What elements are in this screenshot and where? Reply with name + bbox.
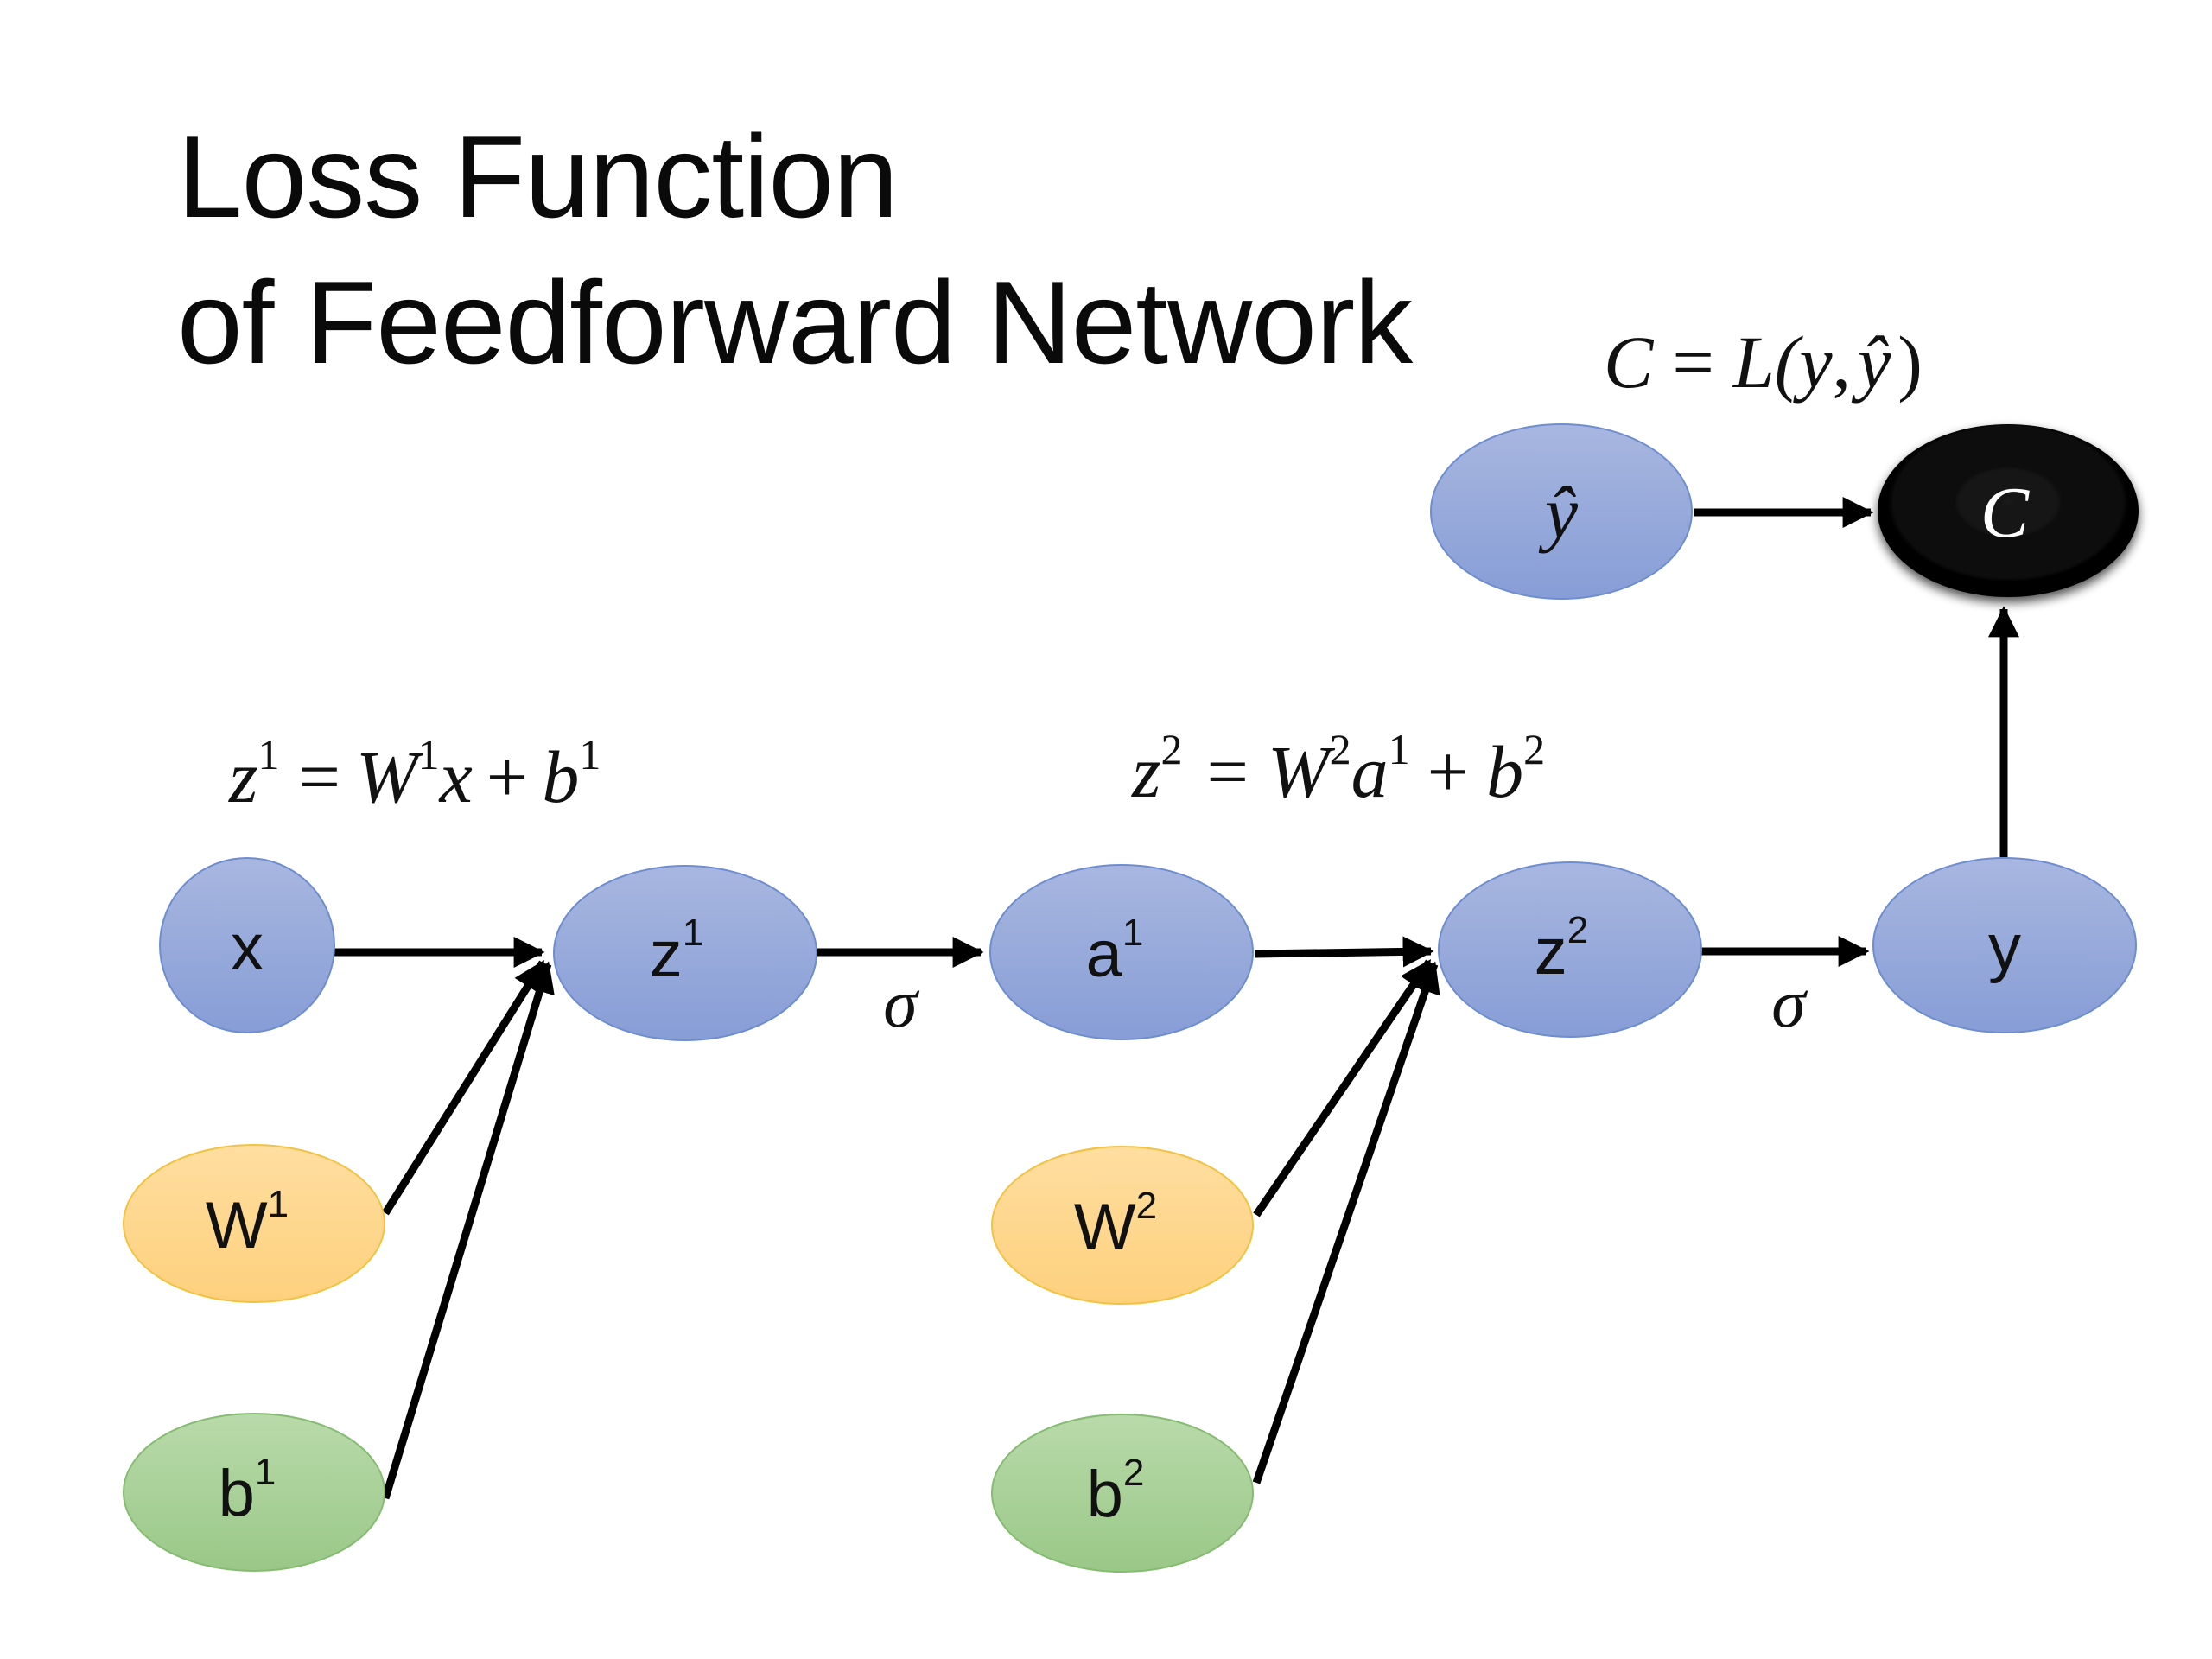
edge-a1-to-z2 xyxy=(1254,936,1434,968)
svg-text:b2: b2 xyxy=(1087,1452,1145,1531)
svg-text:b1: b1 xyxy=(219,1451,276,1530)
sigma-label-2: σ xyxy=(1771,966,1808,1042)
node-yhat-label: ŷ xyxy=(1538,471,1579,554)
f1-w: W xyxy=(356,735,424,818)
formula-cost: C=L(y,ŷ) xyxy=(1604,321,1923,404)
svg-text:W2: W2 xyxy=(1074,1185,1157,1264)
fc-arg1: y xyxy=(1792,321,1833,404)
f1-lhs: z xyxy=(228,735,257,818)
f2-in: a xyxy=(1351,730,1389,813)
fc-close: ) xyxy=(1897,321,1923,404)
node-b2: b2 xyxy=(991,1414,1254,1573)
node-a1: a1 xyxy=(989,864,1254,1040)
fc-eq: = xyxy=(1672,321,1714,404)
f2-w: W xyxy=(1268,730,1336,813)
node-a1-label: a xyxy=(1086,918,1123,991)
node-z2: z2 xyxy=(1438,861,1702,1038)
node-y-label: y xyxy=(1988,911,2021,984)
f2-lhs: z xyxy=(1131,730,1160,813)
f1-w-sup: 1 xyxy=(418,730,440,779)
fc-lhs: C xyxy=(1604,321,1655,404)
f1-in: x xyxy=(438,735,473,818)
node-w2: W2 xyxy=(991,1146,1254,1305)
node-x-label: x xyxy=(231,911,264,984)
title-line-2: of Feedforward Network xyxy=(177,257,1413,388)
fc-arg2: ŷ xyxy=(1851,321,1891,404)
svg-text:a1: a1 xyxy=(1086,912,1144,991)
f2-plus: + xyxy=(1427,730,1470,813)
svg-text:ŷ: ŷ xyxy=(1538,471,1579,554)
edge-b2-to-z2 xyxy=(1252,961,1440,1484)
node-w1-sup: 1 xyxy=(268,1183,289,1225)
f1-eq: = xyxy=(298,735,340,818)
node-b2-sup: 2 xyxy=(1123,1452,1144,1494)
edge-w1-to-z1 xyxy=(382,959,546,1216)
node-b1-label: b xyxy=(219,1457,255,1530)
fc-comma: , xyxy=(1833,321,1852,404)
edges xyxy=(334,497,2019,1500)
node-yhat: ŷ xyxy=(1430,423,1693,600)
f1-b: b xyxy=(542,735,579,818)
title-line-1: Loss Function xyxy=(177,111,899,242)
node-cost: C xyxy=(1878,424,2139,597)
f2-in-sup: 1 xyxy=(1389,725,1410,773)
f2-w-sup: 2 xyxy=(1330,725,1351,773)
f1-lhs-sup: 1 xyxy=(257,730,279,779)
node-b1: b1 xyxy=(123,1413,385,1572)
node-w2-sup: 2 xyxy=(1136,1185,1157,1227)
node-w1-label: W xyxy=(206,1189,268,1262)
node-z1-label: z xyxy=(650,918,683,991)
fc-fn: L( xyxy=(1732,321,1804,404)
svg-text:y: y xyxy=(1988,911,2021,984)
f1-b-sup: 1 xyxy=(579,730,601,779)
node-y: y xyxy=(1872,857,2137,1033)
svg-text:x: x xyxy=(231,911,264,984)
edge-b1-to-z1 xyxy=(381,961,555,1500)
svg-text:z1: z1 xyxy=(650,912,703,991)
f1-plus: + xyxy=(486,735,529,818)
node-a1-sup: 1 xyxy=(1122,912,1143,954)
edge-w2-to-z2 xyxy=(1253,959,1433,1217)
node-z1: z1 xyxy=(553,865,817,1041)
node-z1-sup: 1 xyxy=(683,912,703,954)
svg-text:W1: W1 xyxy=(206,1183,289,1262)
slide-title: Loss Function of Feedforward Network xyxy=(177,104,1413,396)
f2-b: b xyxy=(1486,730,1523,813)
node-w1: W1 xyxy=(123,1144,385,1303)
formula-layer1: z1=W1x+b1 xyxy=(228,730,601,818)
formula-layer2: z2=W2a1+b2 xyxy=(1131,725,1545,813)
node-b1-sup: 1 xyxy=(255,1451,276,1493)
node-z2-sup: 2 xyxy=(1567,909,1588,951)
svg-text:C: C xyxy=(1980,473,2030,553)
node-z2-label: z xyxy=(1535,915,1567,988)
node-cost-label: C xyxy=(1980,473,2030,553)
svg-text:z2: z2 xyxy=(1535,909,1588,988)
node-w2-label: W xyxy=(1074,1191,1136,1264)
f2-lhs-sup: 2 xyxy=(1160,725,1182,773)
node-b2-label: b xyxy=(1087,1458,1123,1531)
node-x: x xyxy=(159,857,335,1033)
f2-eq: = xyxy=(1206,730,1249,813)
sigma-label-1: σ xyxy=(883,966,919,1042)
f2-b-sup: 2 xyxy=(1523,725,1545,773)
